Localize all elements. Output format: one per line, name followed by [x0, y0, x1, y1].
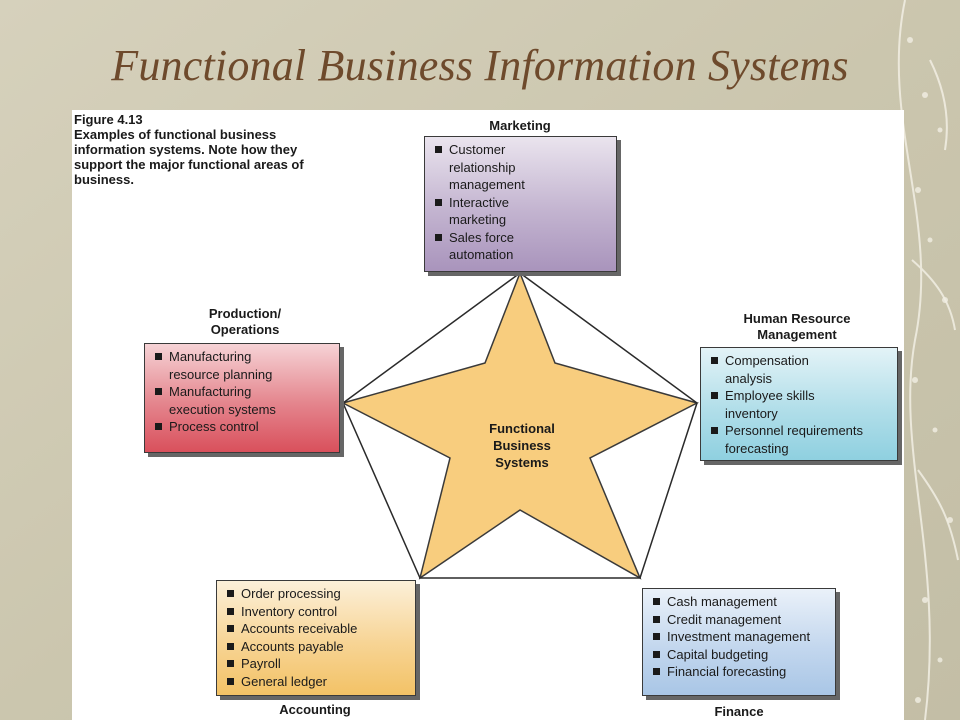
- list-item: Financial forecasting: [653, 663, 829, 681]
- bullet-icon: [155, 388, 162, 395]
- finance-box: Cash management Credit management Invest…: [642, 588, 836, 696]
- list-item: Process control: [155, 418, 333, 436]
- list-item: Investment management: [653, 628, 829, 646]
- hrm-box: Compensation analysis Employee skills in…: [700, 347, 898, 461]
- bullet-icon: [653, 650, 660, 658]
- production-label: Production/ Operations: [208, 306, 282, 337]
- list-item: Interactive marketing: [435, 194, 610, 229]
- marketing-label: Marketing: [489, 118, 551, 133]
- list-item: Personnel requirements forecasting: [711, 422, 891, 457]
- bullet-icon: [227, 677, 234, 685]
- caption-line: Examples of functional business: [74, 127, 277, 142]
- bullet-icon: [227, 590, 234, 597]
- bullet-icon: [227, 625, 234, 632]
- caption-line: business.: [74, 172, 134, 187]
- list-item: Cash management: [653, 593, 829, 611]
- bullet-icon: [435, 233, 442, 241]
- figure-panel: Figure 4.13 Examples of functional busin…: [72, 110, 904, 720]
- center-label: Functional Business Systems: [489, 421, 555, 470]
- list-item: Accounts receivable: [227, 620, 409, 638]
- accounting-label: Accounting: [279, 702, 351, 717]
- bullet-icon: [435, 198, 442, 206]
- production-box: Manufacturing resource planning Manufact…: [144, 343, 340, 453]
- list-item: Credit management: [653, 611, 829, 629]
- list-item: Inventory control: [227, 603, 409, 621]
- production-item-list: Manufacturing resource planning Manufact…: [155, 348, 333, 436]
- hrm-item-list: Compensation analysis Employee skills in…: [711, 352, 891, 457]
- list-item: Employee skills inventory: [711, 387, 891, 422]
- diagram-graphic: [340, 270, 700, 580]
- hrm-label: Human Resource Management: [743, 311, 851, 342]
- bullet-icon: [227, 642, 234, 650]
- bullet-icon: [653, 615, 660, 623]
- bullet-icon: [155, 353, 162, 360]
- list-item: Capital budgeting: [653, 646, 829, 664]
- list-item: General ledger: [227, 673, 409, 691]
- bullet-icon: [711, 392, 718, 399]
- connector-pentagon: [342, 272, 698, 579]
- list-item: Compensation analysis: [711, 352, 891, 387]
- list-item: Manufacturing resource planning: [155, 348, 333, 383]
- finance-label: Finance: [714, 704, 764, 719]
- figure-caption: Figure 4.13 Examples of functional busin…: [74, 112, 354, 187]
- bullet-icon: [653, 668, 660, 675]
- bullet-icon: [711, 427, 718, 434]
- bullet-icon: [227, 660, 234, 667]
- list-item: Order processing: [227, 585, 409, 603]
- list-item: Manufacturing execution systems: [155, 383, 333, 418]
- bullet-icon: [155, 423, 162, 430]
- accounting-item-list: Order processing Inventory control Accou…: [227, 585, 409, 690]
- bullet-icon: [435, 146, 442, 153]
- finance-item-list: Cash management Credit management Invest…: [653, 593, 829, 681]
- caption-line: Figure 4.13: [74, 112, 143, 127]
- slide-title: Functional Business Information Systems: [111, 41, 849, 90]
- bullet-icon: [653, 633, 660, 640]
- bullet-icon: [711, 357, 718, 364]
- vine-decoration: [897, 0, 959, 720]
- caption-line: information systems. Note how they: [74, 142, 298, 157]
- list-item: Accounts payable: [227, 638, 409, 656]
- bullet-icon: [227, 607, 234, 615]
- list-item: Payroll: [227, 655, 409, 673]
- caption-line: support the major functional areas of: [74, 157, 304, 172]
- bullet-icon: [653, 598, 660, 605]
- functional-star: [340, 270, 700, 580]
- marketing-item-list: Customer relationship management Interac…: [435, 141, 610, 264]
- list-item: Customer relationship management: [435, 141, 610, 194]
- marketing-box: Customer relationship management Interac…: [424, 136, 617, 272]
- list-item: Sales force automation: [435, 229, 610, 264]
- accounting-box: Order processing Inventory control Accou…: [216, 580, 416, 696]
